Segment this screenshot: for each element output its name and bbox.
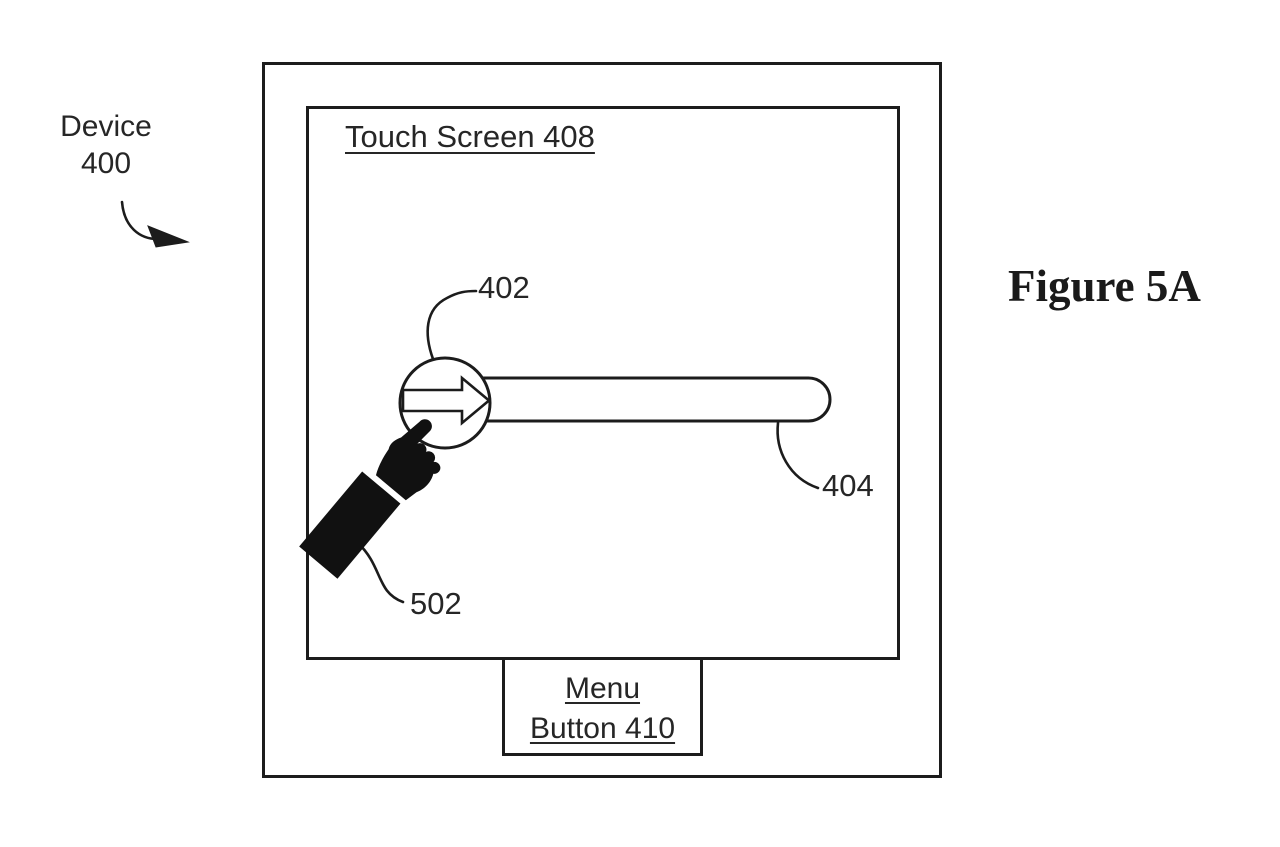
callout-404-slider-channel: 404	[822, 468, 874, 503]
curved-arrow-icon	[120, 200, 162, 241]
curved-arrow-head	[147, 225, 190, 248]
callout-402-slider-knob: 402	[478, 270, 530, 305]
menu-button-label-line1: Menu	[564, 672, 641, 705]
menu-button-label-line2: Button 410	[529, 712, 676, 745]
touch-screen-label: Touch Screen 408	[345, 119, 595, 154]
touch-screen-outline	[306, 106, 900, 660]
figure-title: Figure 5A	[1008, 261, 1201, 311]
device-label: Device 400	[36, 108, 176, 182]
device-label-line1: Device	[60, 110, 152, 143]
callout-502-hand: 502	[410, 586, 462, 621]
menu-button: Menu Button 410	[502, 657, 703, 756]
device-label-line2: 400	[80, 147, 132, 180]
